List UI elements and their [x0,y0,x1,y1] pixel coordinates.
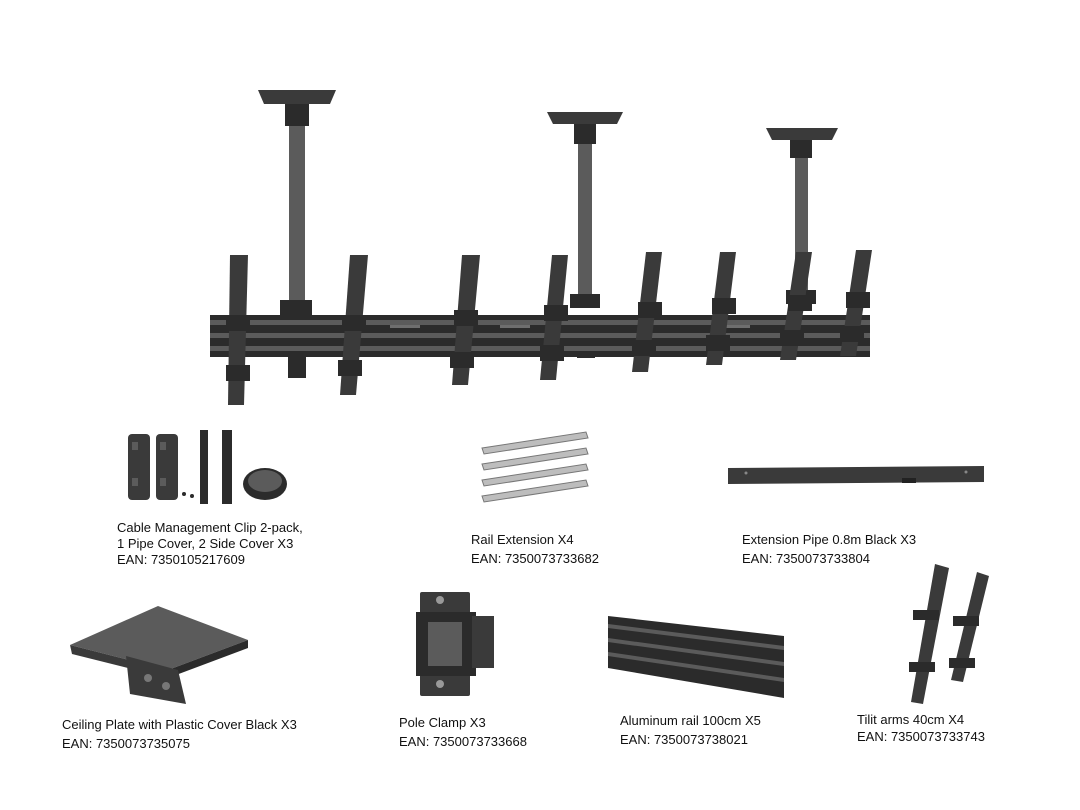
tilt-arm [226,255,250,405]
pole-clamp-title: Pole Clamp X3 [399,715,486,730]
extension-pipe-title: Extension Pipe 0.8m Black X3 [742,532,917,547]
ceiling-plate-ean: EAN: 7350073735075 [62,736,190,751]
rail-extension-title: Rail Extension X4 [471,532,574,547]
rail-extension-ean: EAN: 7350073733682 [471,551,599,566]
tilt-arms-ean: EAN: 7350073733743 [857,729,985,744]
tilt-arm [780,252,812,360]
tilt-arm [706,252,736,365]
extension-pipe-image [728,466,984,484]
tilt-arm [540,255,568,380]
extension-pipe-ean: EAN: 7350073733804 [742,551,870,566]
cable-clip-ean: EAN: 7350105217609 [117,552,245,567]
ceiling-plate-caption: Ceiling Plate with Plastic Cover Black X… [62,715,297,753]
tilt-arms-image [909,564,989,704]
pole-clamp-caption: Pole Clamp X3 EAN: 7350073733668 [399,713,527,751]
aluminum-rail-ean: EAN: 7350073738021 [620,732,748,747]
tilt-arms-title: Tilit arms 40cm X4 [857,712,965,727]
tilt-arm [338,255,368,395]
tilt-arms-caption: Tilit arms 40cm X4 EAN: 7350073733743 [857,711,985,745]
pole-left [258,90,336,378]
pole-clamp-ean: EAN: 7350073733668 [399,734,527,749]
pole-clamp-image [416,592,494,696]
aluminum-rail-image [608,616,784,698]
ceiling-mount-assembly-image [210,90,872,405]
ceiling-plate-title: Ceiling Plate with Plastic Cover Black X… [62,717,297,732]
aluminum-rail-title: Aluminum rail 100cm X5 [620,713,761,728]
cable-clip-image [128,430,287,504]
rail-extension-image [481,431,589,503]
extension-pipe-caption: Extension Pipe 0.8m Black X3 EAN: 735007… [742,530,916,568]
rail-extension-caption: Rail Extension X4 EAN: 7350073733682 [471,530,599,568]
tilt-arm [450,255,480,385]
cable-clip-caption: Cable Management Clip 2-pack, 1 Pipe Cov… [117,520,303,568]
tilt-arm [840,250,872,356]
pole-middle [547,112,623,358]
cable-clip-title-line1: Cable Management Clip 2-pack, [117,520,303,535]
cable-clip-title-line2: 1 Pipe Cover, 2 Side Cover X3 [117,536,294,551]
ceiling-plate-image [70,606,248,704]
tilt-arm [632,252,662,372]
aluminum-rail-caption: Aluminum rail 100cm X5 EAN: 735007373802… [620,711,761,749]
